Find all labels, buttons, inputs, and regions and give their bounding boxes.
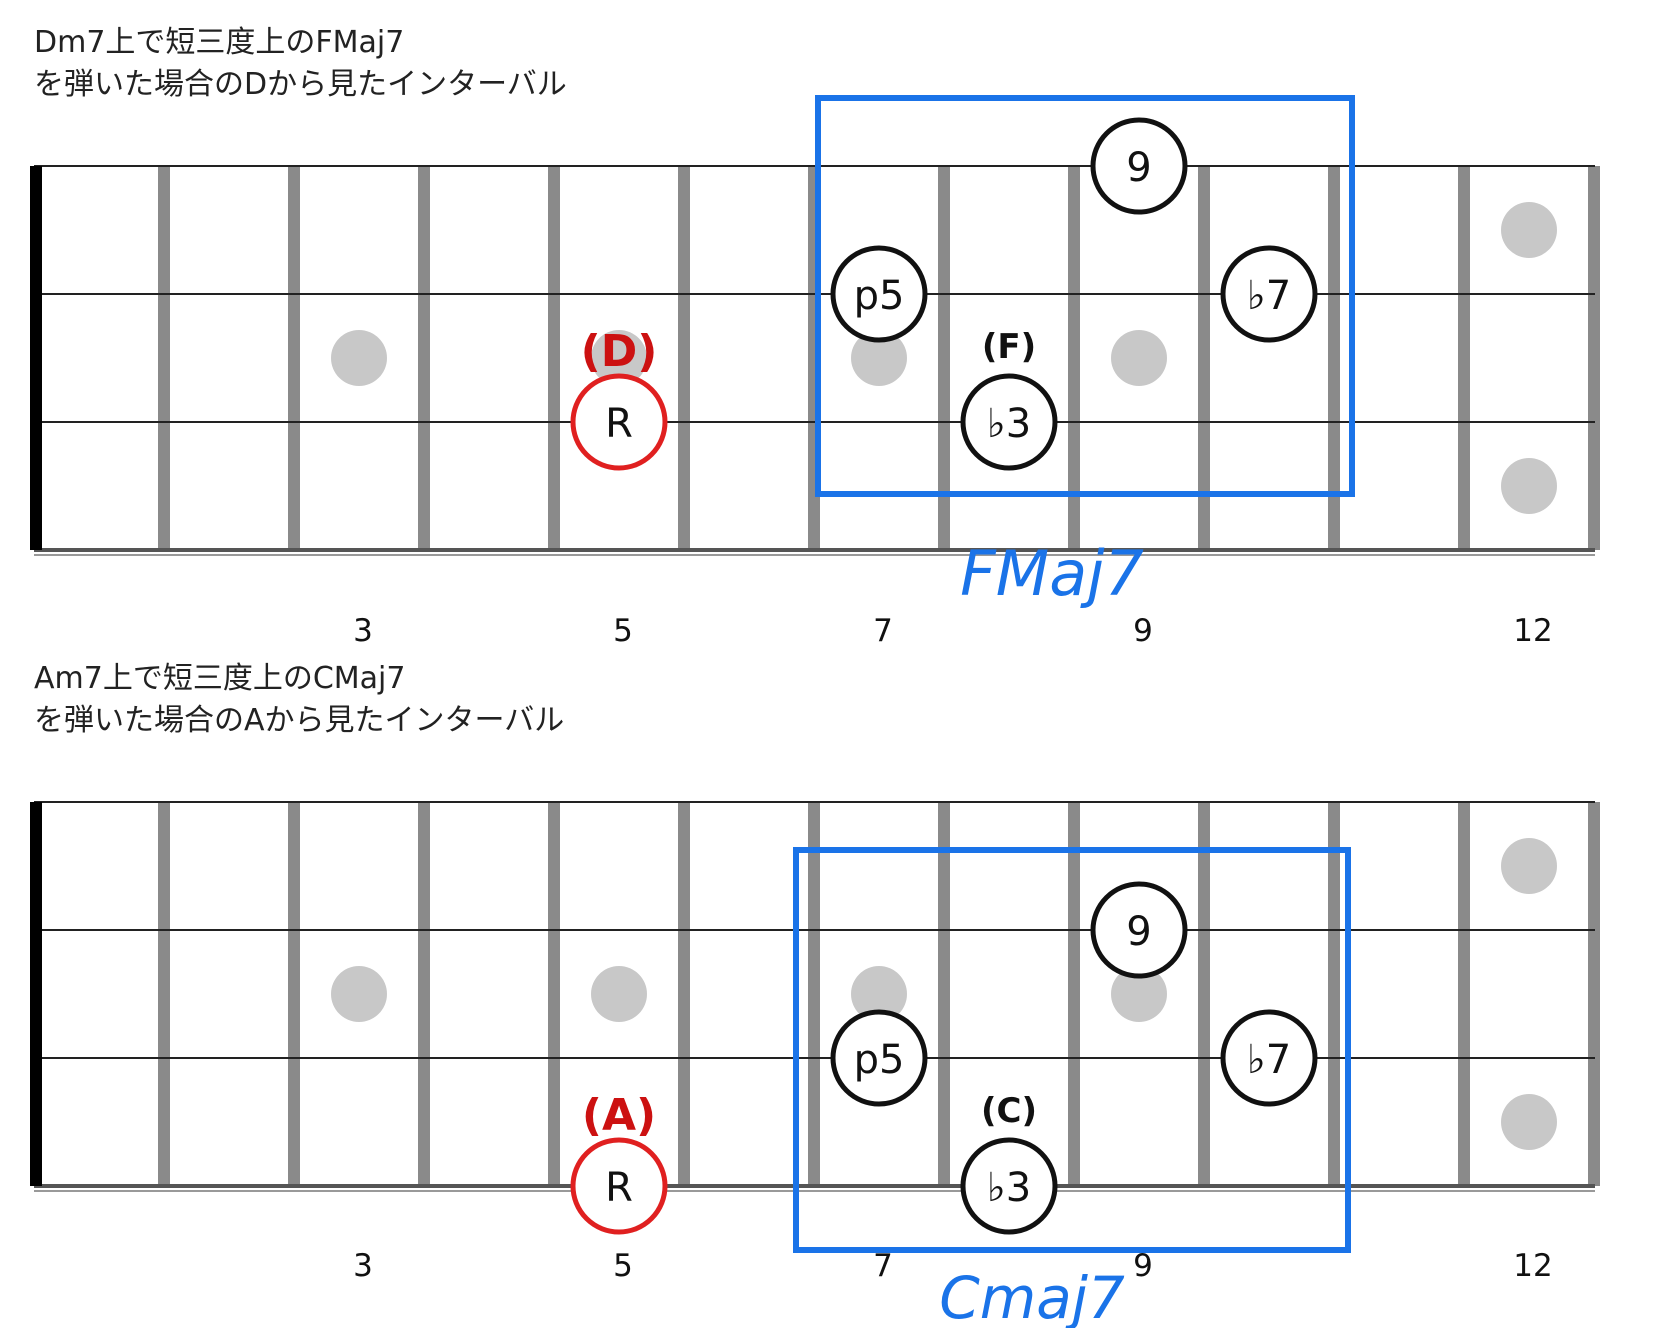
inlay-dot <box>851 966 907 1022</box>
diagram-2: Am7上で短三度上のCMaj7 を弾いた場合のAから見たインターバル (A) (C… <box>30 661 1600 1328</box>
note-circle <box>830 1009 928 1107</box>
fret-wire <box>548 802 560 1186</box>
fret-number: 9 <box>1133 613 1153 649</box>
note-name-annotation: (D) <box>581 326 658 377</box>
inlay-dot <box>1111 966 1167 1022</box>
fret-number: 3 <box>353 1248 373 1284</box>
root-note-marker: R <box>570 1137 668 1235</box>
interval-note-marker: ♭7 <box>1220 245 1318 343</box>
diagram-2-fretboard: (A) (C) Rp5 ♭3 9 ♭7 <box>30 801 1600 1253</box>
note-label: p5 <box>854 1037 905 1083</box>
diagram-1-caption-line1: Dm7上で短三度上のFMaj7 <box>34 25 404 60</box>
diagram-2-box-label: Cmaj7 <box>939 1264 1125 1328</box>
inlay-dot <box>851 330 907 386</box>
nut <box>30 166 42 550</box>
note-circle <box>1220 1009 1318 1107</box>
fret-wire <box>938 802 950 1186</box>
fret-wire <box>288 802 300 1186</box>
fret-wire <box>1198 802 1210 1186</box>
inlay-dot <box>1501 202 1557 258</box>
fret-wire <box>1328 166 1340 550</box>
fret-wire <box>1198 166 1210 550</box>
diagram-1-caption-line2: を弾いた場合のDから見たインターバル <box>34 67 567 102</box>
fret-wire <box>418 166 430 550</box>
root-note-marker: R <box>570 373 668 471</box>
note-label: ♭3 <box>987 1165 1031 1211</box>
fret-number: 7 <box>873 1248 893 1284</box>
diagram-2-caption-line2: を弾いた場合のAから見たインターバル <box>34 703 564 738</box>
note-circle <box>960 1137 1058 1235</box>
note-circle <box>1090 881 1188 979</box>
fret-wire <box>938 166 950 550</box>
interval-note-marker: 9 <box>1090 117 1188 215</box>
fret-wire <box>548 166 560 550</box>
fret-wire <box>1068 802 1080 1186</box>
note-circle <box>570 1137 668 1235</box>
note-circle <box>1220 245 1318 343</box>
note-circle <box>1090 117 1188 215</box>
note-circle <box>570 373 668 471</box>
fret-number: 12 <box>1513 1248 1552 1284</box>
diagram-1-box-label: FMaj7 <box>960 537 1144 610</box>
fret-number: 5 <box>613 1248 633 1284</box>
fret-wire <box>1588 802 1600 1186</box>
note-circle <box>960 373 1058 471</box>
interval-note-marker: p5 <box>830 1009 928 1107</box>
fret-wire <box>158 166 170 550</box>
inlay-dot <box>591 966 647 1022</box>
fret-wire <box>678 802 690 1186</box>
fret-wire <box>158 802 170 1186</box>
note-name-annotation: (A) <box>582 1090 656 1141</box>
inlay-dot <box>1111 330 1167 386</box>
diagram-1: Dm7上で短三度上のFMaj7 を弾いた場合のDから見たインターバル (D) (F… <box>30 25 1600 649</box>
note-label: R <box>605 1165 633 1211</box>
inlay-dot <box>331 966 387 1022</box>
fret-wire <box>1068 166 1080 550</box>
diagram-1-fretboard: (D) (F) Rp5 ♭3 9 ♭7 <box>30 95 1600 556</box>
fret-wire <box>418 802 430 1186</box>
diagram-1-fret-numbers: 3 5 7 9 12 <box>353 613 1553 649</box>
fret-wire <box>1458 802 1470 1186</box>
note-label: 9 <box>1126 909 1151 955</box>
interval-note-marker: ♭3 <box>960 1137 1058 1235</box>
fret-number: 7 <box>873 613 893 649</box>
interval-note-marker: p5 <box>830 245 928 343</box>
fret-number: 5 <box>613 613 633 649</box>
inlay-dot <box>1501 838 1557 894</box>
fret-wire <box>1458 166 1470 550</box>
fret-wire <box>1328 802 1340 1186</box>
fret-number: 3 <box>353 613 373 649</box>
fret-wire <box>1588 166 1600 550</box>
inlay-dot <box>331 330 387 386</box>
chord-box <box>815 95 1355 497</box>
note-name-annotation: (C) <box>981 1091 1037 1131</box>
interval-note-marker: ♭3 <box>960 373 1058 471</box>
fret-number: 9 <box>1133 1248 1153 1284</box>
note-label: R <box>605 401 633 447</box>
chord-box <box>793 847 1351 1253</box>
fret-wire <box>808 802 820 1186</box>
note-label: p5 <box>854 273 905 319</box>
fret-wire <box>678 166 690 550</box>
fret-number: 12 <box>1513 613 1552 649</box>
note-circle <box>830 245 928 343</box>
diagram-2-caption-line1: Am7上で短三度上のCMaj7 <box>34 661 405 696</box>
diagram-2-fret-numbers: 3 5 7 9 12 <box>353 1248 1553 1284</box>
note-label: 9 <box>1126 145 1151 191</box>
note-name-annotation: (F) <box>982 327 1036 367</box>
interval-note-marker: ♭7 <box>1220 1009 1318 1107</box>
note-label: ♭3 <box>987 401 1031 447</box>
fret-wire <box>288 166 300 550</box>
inlay-dot <box>1501 458 1557 514</box>
note-label: ♭7 <box>1247 273 1291 319</box>
nut <box>30 802 42 1186</box>
interval-note-marker: 9 <box>1090 881 1188 979</box>
inlay-dot <box>591 330 647 386</box>
note-label: ♭7 <box>1247 1037 1291 1083</box>
inlay-dot <box>1501 1094 1557 1150</box>
